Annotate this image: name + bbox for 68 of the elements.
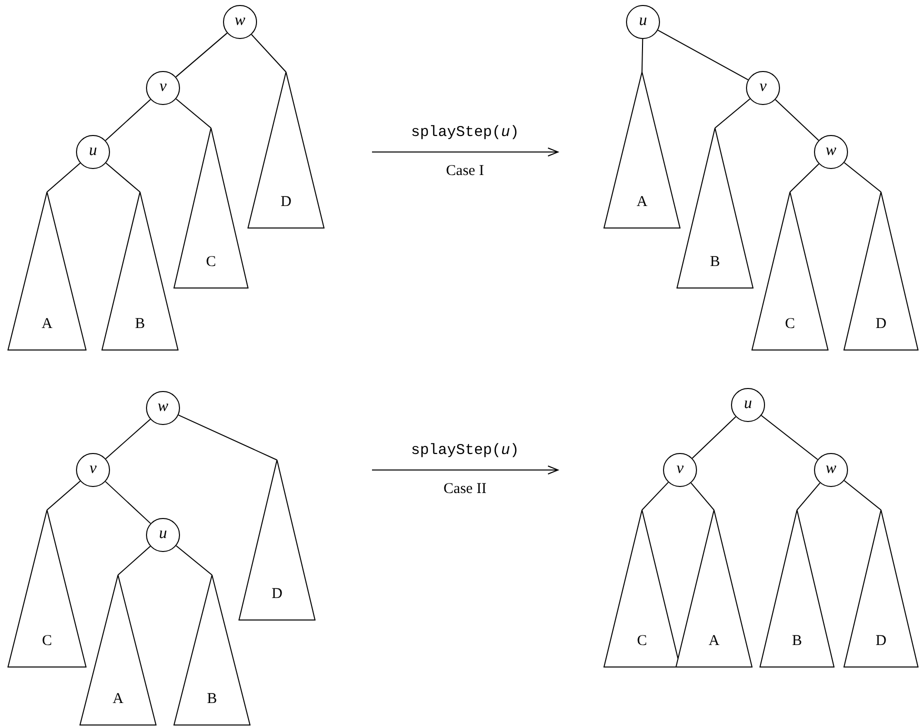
- tree-edge: [657, 30, 749, 80]
- subtree-label: C: [636, 634, 648, 649]
- tree-edge: [690, 482, 714, 510]
- subtree-label: C: [204, 255, 217, 270]
- node-label: w: [826, 460, 836, 476]
- subtree-label: B: [790, 634, 803, 649]
- subtree-label: A: [112, 692, 124, 707]
- subtree-label: C: [40, 634, 53, 649]
- subtree-label: D: [874, 317, 888, 332]
- tree-edge: [105, 98, 151, 142]
- node-label: v: [759, 78, 767, 94]
- node-label: u: [89, 142, 97, 158]
- node-label: v: [676, 460, 684, 476]
- tree-edge: [251, 34, 286, 72]
- subtree-label: A: [40, 317, 54, 332]
- tree-edge: [46, 480, 81, 510]
- tree-edge: [844, 162, 882, 192]
- subtree-label: D: [280, 195, 292, 210]
- tree-edge: [760, 414, 818, 460]
- tree-edge: [118, 546, 151, 576]
- tree-node-circle: [146, 391, 180, 425]
- tree-node-circle: [731, 388, 765, 422]
- tree-edge: [104, 481, 152, 524]
- tree-node-circle: [814, 135, 848, 169]
- operation-label: splayStep(u): [410, 443, 520, 458]
- tree-edge: [175, 32, 228, 78]
- tree-node-circle: [146, 518, 180, 552]
- node-label: w: [826, 142, 836, 158]
- tree-node-circle: [746, 71, 780, 105]
- node-label: u: [744, 396, 752, 412]
- subtree-label: C: [784, 317, 796, 332]
- node-label: w: [234, 12, 246, 28]
- tree-edge: [176, 545, 212, 576]
- node-label: u: [159, 526, 167, 542]
- tree-edge: [790, 163, 820, 192]
- operation-label: splayStep(u): [410, 125, 520, 140]
- node-label: v: [89, 460, 97, 476]
- tree-node-circle: [223, 5, 257, 39]
- tree-node-circle: [76, 453, 110, 487]
- subtree-label: D: [874, 634, 888, 649]
- tree-edge: [692, 416, 736, 459]
- subtree-label: A: [636, 195, 648, 210]
- tree-edge: [642, 482, 669, 510]
- tree-edge: [796, 482, 820, 510]
- subtree-label: B: [708, 255, 721, 270]
- subtree-label: A: [708, 634, 720, 649]
- tree-edge: [844, 480, 882, 510]
- tree-edge: [105, 418, 151, 460]
- tree-edge: [714, 98, 750, 128]
- tree-edge: [178, 414, 278, 460]
- tree-edge: [46, 162, 81, 192]
- node-label: w: [158, 398, 168, 414]
- tree-node-circle: [76, 135, 110, 169]
- tree-edge: [176, 98, 212, 128]
- tree-node-circle: [626, 5, 660, 39]
- tree-node-circle: [814, 453, 848, 487]
- node-label: u: [639, 12, 647, 28]
- case-label: Case II: [444, 482, 486, 497]
- tree-edge: [105, 162, 140, 192]
- tree-node-circle: [663, 453, 697, 487]
- node-label: v: [159, 78, 167, 94]
- subtree-label: B: [134, 317, 146, 332]
- tree-edge: [642, 38, 644, 72]
- subtree-label: B: [206, 692, 218, 707]
- tree-node-circle: [146, 71, 180, 105]
- tree-edge: [774, 99, 820, 141]
- case-label: Case I: [446, 164, 484, 179]
- subtree-label: D: [270, 587, 284, 602]
